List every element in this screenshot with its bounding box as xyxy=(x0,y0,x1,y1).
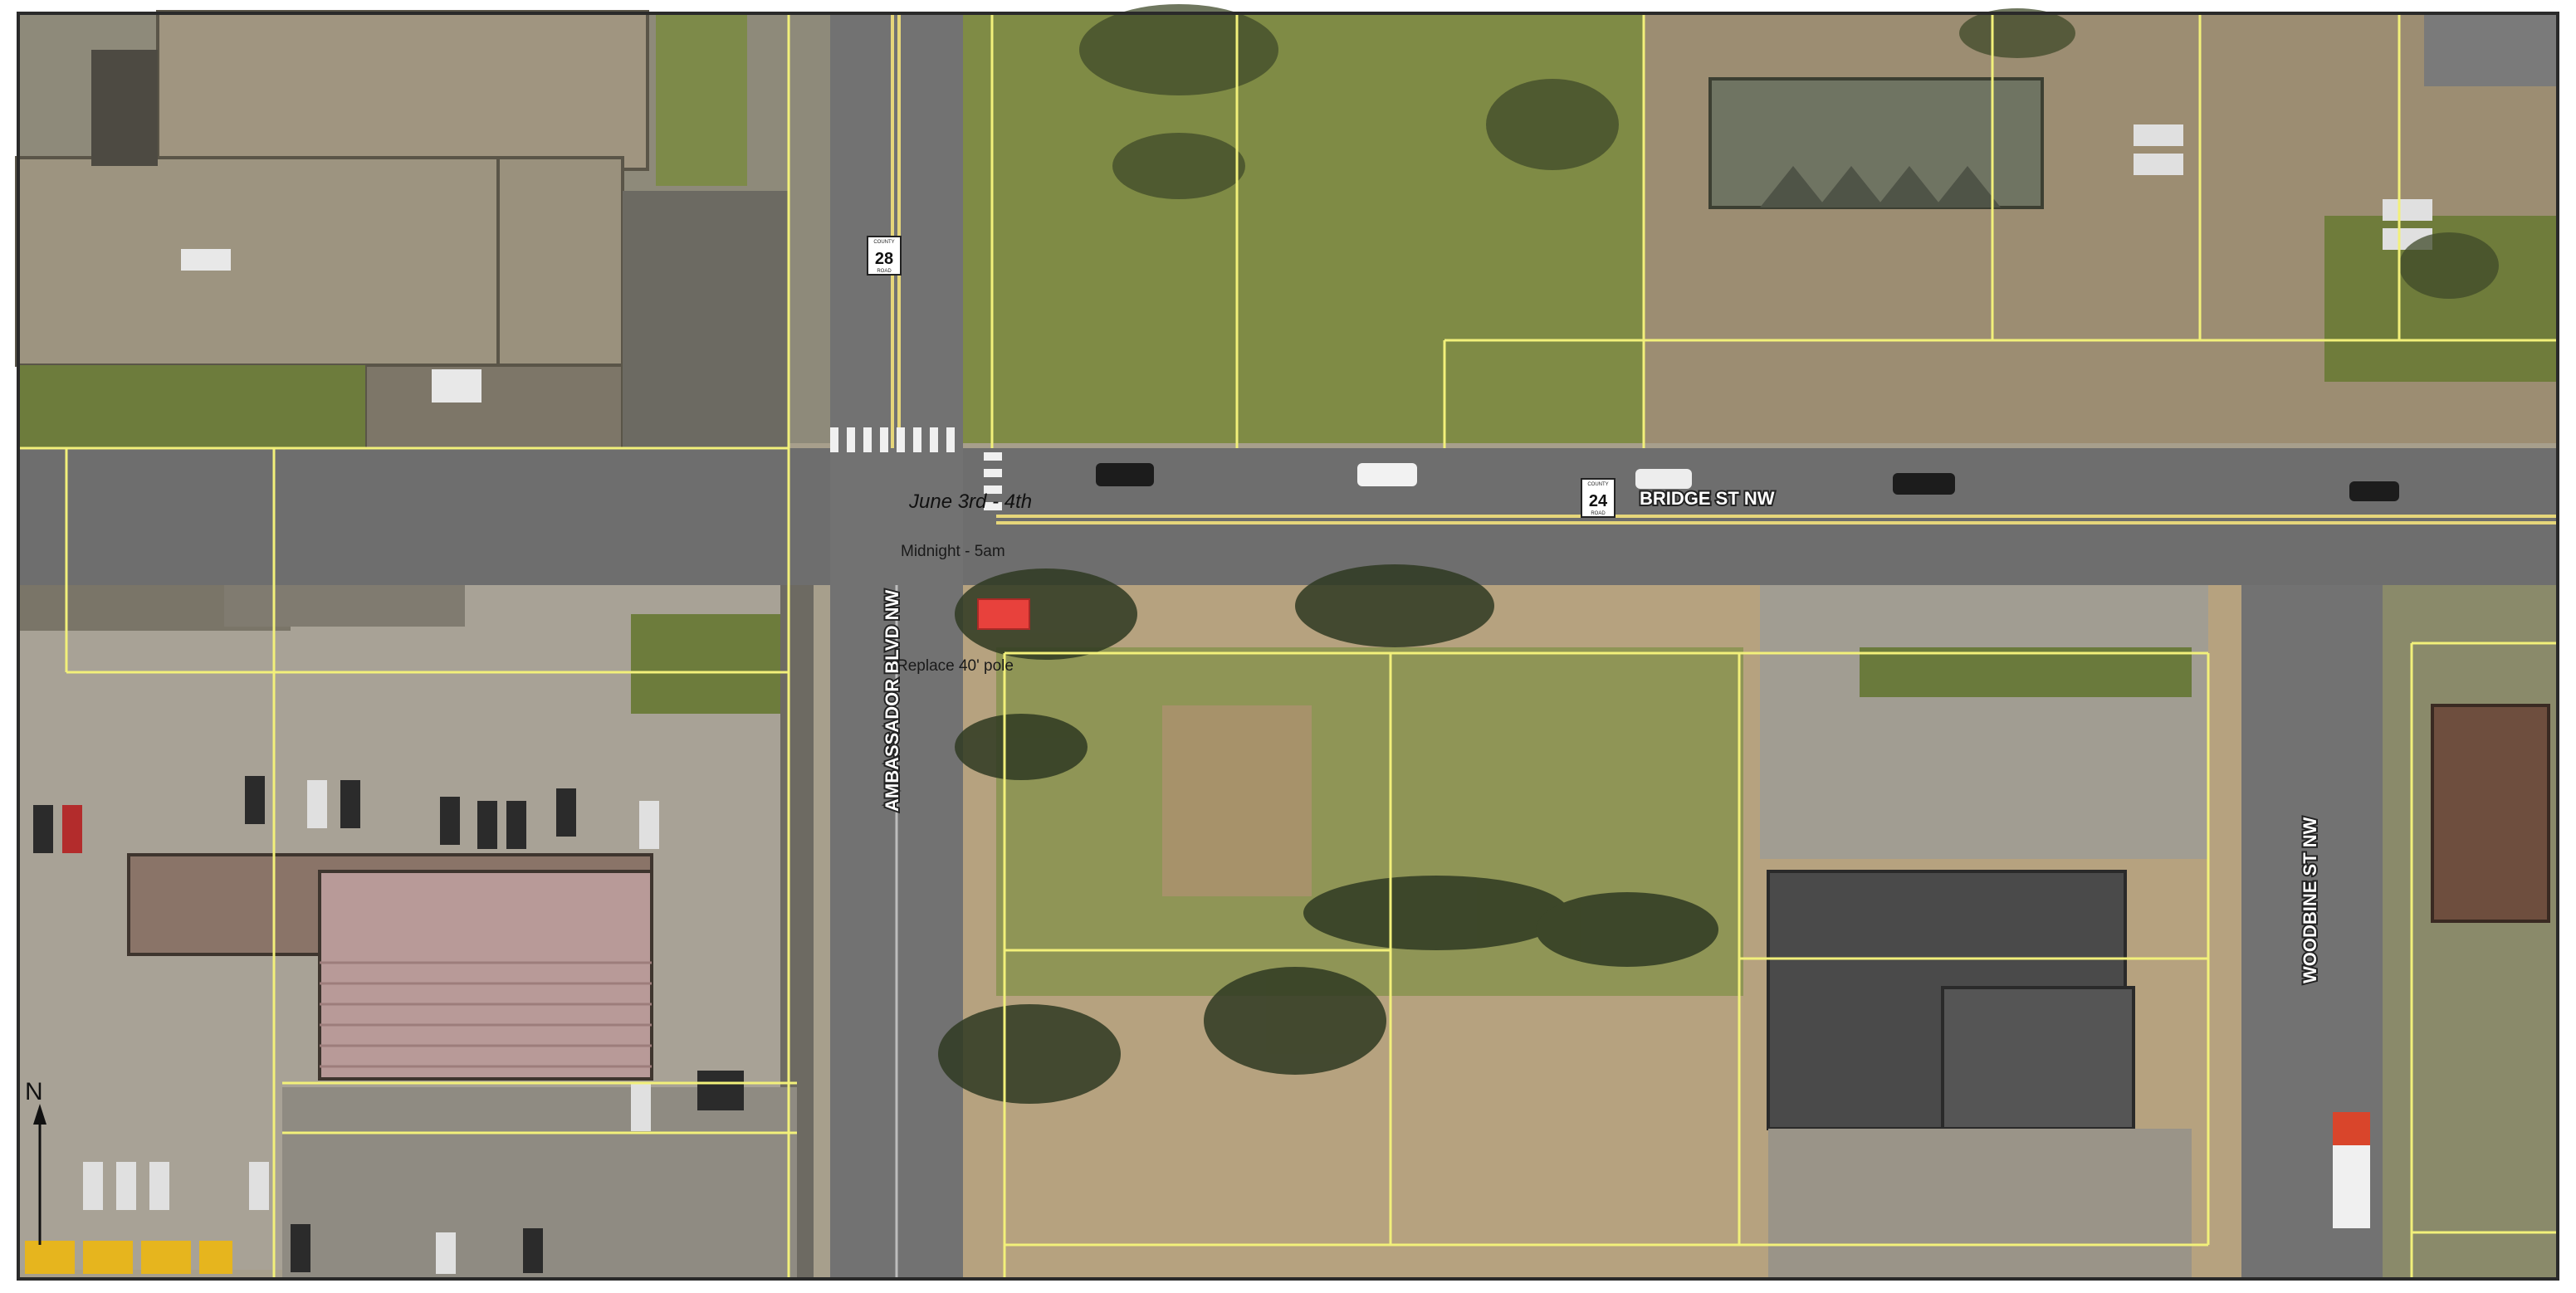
ne-building-roof xyxy=(1708,77,2044,209)
ne-tree-shadows xyxy=(1079,4,2499,299)
grass-strip xyxy=(656,12,747,186)
replace-pole-annotation: Replace 40' pole xyxy=(897,657,1014,675)
island-grass xyxy=(631,614,780,714)
north-arrow: N xyxy=(25,1078,46,1245)
roof-ribs xyxy=(320,961,652,1068)
parked-cars-west xyxy=(33,776,744,1274)
roof-shadow xyxy=(91,50,158,166)
truck-cab xyxy=(2333,1112,2370,1145)
vehicles-bridge-st xyxy=(1096,463,2399,501)
roof-gables xyxy=(1760,166,2001,207)
east-house xyxy=(2431,704,2550,923)
school-building-main xyxy=(15,156,500,367)
ne-field xyxy=(955,12,1669,443)
north-label: N xyxy=(25,1078,43,1105)
se-parking-north xyxy=(1760,585,2208,859)
school-wing xyxy=(496,156,624,367)
time-annotation: Midnight - 5am xyxy=(901,543,1005,560)
parcel-lines xyxy=(17,12,2559,1281)
street-label-woodbine: WOODBINE ST NW xyxy=(2300,817,2320,983)
far-east-lot xyxy=(2383,585,2559,1281)
north-arrow-head-icon xyxy=(33,1104,46,1125)
school-building-north xyxy=(156,10,649,171)
shield-24-word: COUNTY xyxy=(1587,482,1608,487)
shield-28-word: COUNTY xyxy=(873,240,894,245)
shield-24-number: 24 xyxy=(1589,492,1608,510)
se-building-wing xyxy=(1941,986,2135,1130)
shield-24-sub: ROAD xyxy=(1591,511,1606,516)
school-buses xyxy=(25,1241,232,1274)
pole-location-marker[interactable] xyxy=(977,598,1030,630)
se-parking xyxy=(1768,1129,2192,1281)
roof-unit xyxy=(432,369,481,403)
se-lawn-strip xyxy=(1860,647,2192,697)
crosswalk xyxy=(830,427,1002,510)
driveway xyxy=(623,191,789,456)
bare-patch xyxy=(1162,705,1312,896)
county-24-shield: COUNTY 24 ROAD xyxy=(1581,478,1615,518)
date-annotation: June 3rd - 4th xyxy=(908,490,1032,513)
se-trees xyxy=(938,564,1718,1104)
street-label-ambassador: AMBASSADOR BLVD NW xyxy=(882,590,902,812)
street-label-bridge: BRIDGE ST NW xyxy=(1640,488,1775,509)
county-28-shield: COUNTY 28 ROAD xyxy=(867,236,902,276)
shield-28-sub: ROAD xyxy=(877,269,892,274)
roof-unit xyxy=(181,249,231,271)
ne-house xyxy=(2424,12,2559,86)
shield-28-number: 28 xyxy=(875,250,893,268)
commercial-building-ribbed-roof xyxy=(318,870,653,1081)
